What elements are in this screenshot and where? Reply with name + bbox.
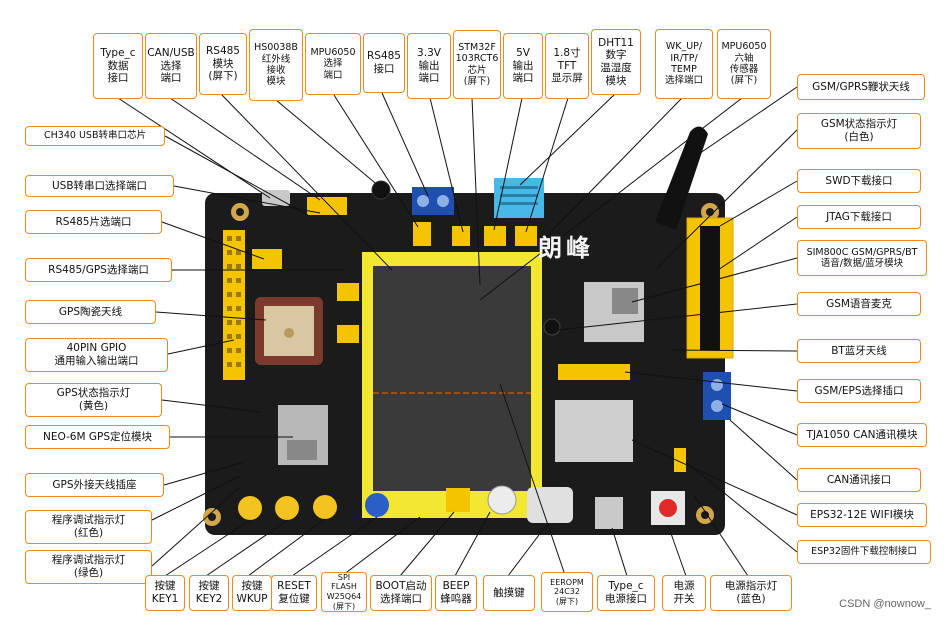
label-dht11: DHT11 数字 温湿度 模块 bbox=[591, 29, 641, 95]
leader-lines bbox=[117, 86, 798, 577]
label-prog-led-green: 程序调试指示灯 (绿色) bbox=[25, 550, 152, 584]
type-c-power-connector bbox=[595, 497, 623, 529]
boot-jumper bbox=[446, 488, 470, 512]
dht11-sensor bbox=[494, 178, 544, 218]
jumpers bbox=[252, 197, 686, 472]
label-gsm-eps-select: GSM/EPS选择插口 bbox=[797, 379, 921, 403]
label-esp32-wifi: EPS32-12E WIFI模块 bbox=[797, 503, 927, 527]
label-tja1050: TJA1050 CAN通讯模块 bbox=[797, 423, 927, 447]
label-swd: SWD下载接口 bbox=[797, 169, 921, 193]
label-hs0038b: HS0038B 红外线 接收 模块 bbox=[249, 29, 303, 101]
label-jtag: JTAG下载接口 bbox=[797, 205, 921, 229]
gsm-whip-antenna bbox=[655, 126, 708, 230]
gsm-mic bbox=[543, 318, 561, 336]
label-gpio-40pin: 40PIN GPIO 通用输入输出端口 bbox=[25, 338, 168, 372]
key1-button bbox=[238, 496, 262, 520]
label-tft-screen: 1.8寸 TFT 显示屏 bbox=[545, 33, 589, 99]
label-can-port: CAN通讯接口 bbox=[797, 468, 921, 492]
label-neo6m: NEO-6M GPS定位模块 bbox=[25, 425, 170, 449]
label-boot: BOOT启动 选择端口 bbox=[370, 575, 432, 611]
label-3v3-output: 3.3V 输出 端口 bbox=[407, 33, 451, 99]
ir-receiver bbox=[371, 180, 391, 200]
touch-key bbox=[527, 487, 573, 523]
label-beep: BEEP 蜂鸣器 bbox=[435, 575, 477, 611]
tft-screen bbox=[373, 266, 531, 491]
label-bt-antenna: BT蓝牙天线 bbox=[797, 339, 921, 363]
label-eeprom: EEROPM 24C32 (屏下) bbox=[541, 572, 593, 612]
label-wkup: 按键 WKUP bbox=[232, 575, 272, 611]
label-rs485-cs: RS485片选端口 bbox=[25, 210, 162, 234]
label-rs485-gps-select: RS485/GPS选择端口 bbox=[25, 258, 172, 282]
label-usb-serial-select: USB转串口选择端口 bbox=[25, 175, 174, 197]
label-rs485-port: RS485 接口 bbox=[363, 33, 405, 93]
board-logo: 朗峰 bbox=[538, 233, 594, 262]
wkup-button bbox=[313, 495, 337, 519]
label-mpu6050-select: MPU6050 选择 端口 bbox=[305, 33, 361, 95]
label-stm32-chip: STM32F 103RCT6 芯片 (屏下) bbox=[453, 30, 501, 99]
label-reset: RESET 复位键 bbox=[271, 575, 317, 611]
label-rs485-module: RS485 模块 (屏下) bbox=[199, 33, 247, 95]
label-touch-key: 触摸键 bbox=[483, 575, 535, 611]
label-key2: 按键 KEY2 bbox=[189, 575, 229, 611]
esp32-module bbox=[555, 400, 633, 462]
label-gps-status-led: GPS状态指示灯 (黄色) bbox=[25, 383, 162, 417]
label-gsm-antenna: GSM/GPRS鞭状天线 bbox=[797, 74, 925, 100]
label-gps-ext-antenna: GPS外接天线插座 bbox=[25, 473, 164, 497]
label-spi-flash: SPI FLASH W25Q64 (屏下) bbox=[321, 572, 367, 612]
watermark: CSDN @nownow_ bbox=[839, 598, 931, 610]
label-can-usb-select: CAN/USB 选择 端口 bbox=[145, 33, 197, 99]
key2-button bbox=[275, 496, 299, 520]
label-5v-output: 5V 输出 端口 bbox=[503, 33, 543, 99]
label-power-switch: 电源 开关 bbox=[662, 575, 706, 611]
label-gsm-status-led: GSM状态指示灯 (白色) bbox=[797, 113, 921, 149]
label-esp32-fw: ESP32固件下载控制接口 bbox=[797, 540, 931, 564]
label-gsm-mic: GSM语音麦克 bbox=[797, 292, 921, 316]
label-gps-ceramic-antenna: GPS陶瓷天线 bbox=[25, 300, 156, 324]
label-wkup-select: WK_UP/ IR/TP/ TEMP 选择端口 bbox=[655, 29, 713, 99]
reset-button bbox=[365, 493, 389, 517]
label-key1: 按键 KEY1 bbox=[145, 575, 185, 611]
gpio-header bbox=[223, 230, 245, 380]
label-power-led: 电源指示灯 (蓝色) bbox=[710, 575, 792, 611]
label-prog-led-red: 程序调试指示灯 (红色) bbox=[25, 510, 152, 544]
label-type-c-power: Type_c 电源接口 bbox=[597, 575, 655, 611]
buzzer bbox=[487, 485, 517, 515]
label-mpu6050-sensor: MPU6050 六轴 传感器 (屏下) bbox=[717, 29, 771, 99]
label-sim800c: SIM800C GSM/GPRS/BT 语音/数据/蓝牙模块 bbox=[797, 240, 927, 276]
label-ch340: CH340 USB转串口芯片 bbox=[25, 126, 165, 146]
label-type-c-data: Type_c 数据 接口 bbox=[93, 33, 143, 99]
